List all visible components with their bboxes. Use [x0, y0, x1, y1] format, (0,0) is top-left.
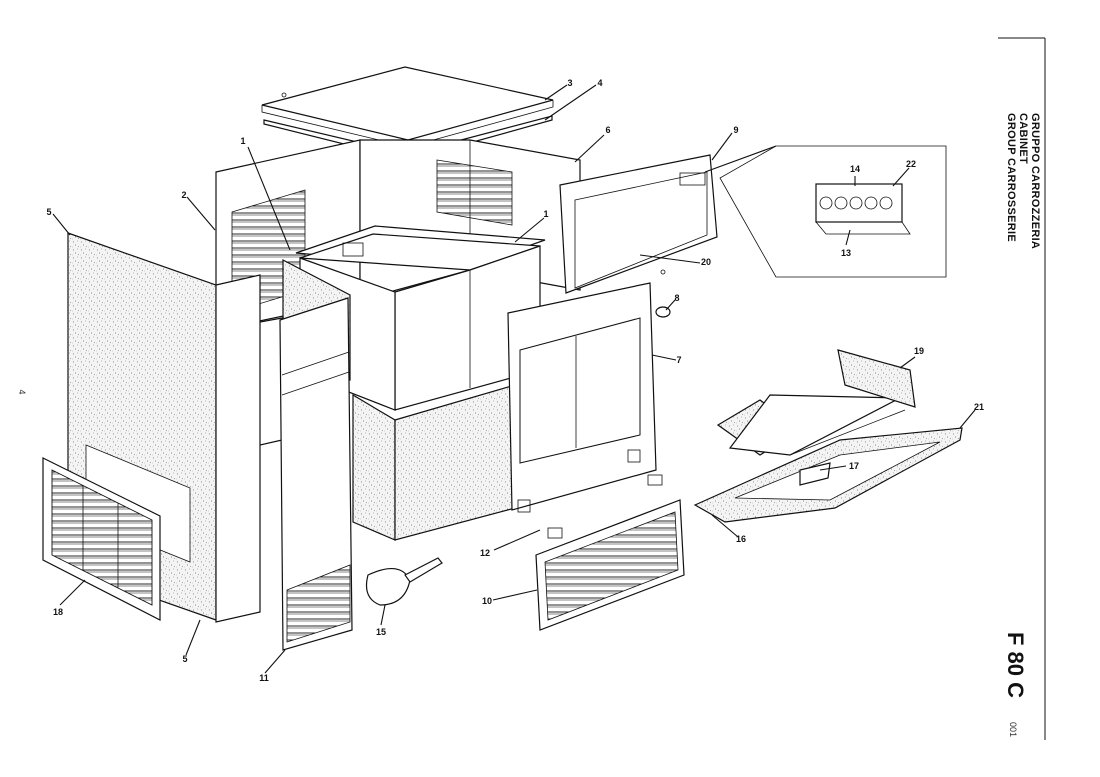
- upper-shelf: [716, 349, 916, 456]
- upper-front-panel: [559, 154, 718, 294]
- title-block: GRUPPO CARROZZERIA CABINET GROUP CARROSS…: [998, 37, 1046, 740]
- side-grille: [42, 457, 161, 621]
- left-side-panel: [67, 232, 261, 623]
- model-code: F 80 C: [1003, 632, 1028, 698]
- callout-19: 19: [914, 346, 924, 356]
- callout-20: 20: [701, 257, 711, 267]
- callout-7: 7: [676, 355, 681, 365]
- front-door-panel: [279, 297, 353, 651]
- callout-9: 9: [733, 125, 738, 135]
- callout-8: 8: [674, 293, 679, 303]
- sheet-code: 001: [1008, 722, 1018, 737]
- bin-door: [535, 474, 685, 631]
- callout-10: 10: [482, 596, 492, 606]
- title-line-it: GRUPPO CARROZZERIA: [1029, 113, 1041, 249]
- callout-6: 6: [605, 125, 610, 135]
- callout-21: 21: [974, 402, 984, 412]
- title-line-fr: GROUP CARROSSERIE: [1005, 113, 1017, 242]
- callout-1b: 1: [543, 209, 548, 219]
- callout-16: 16: [736, 534, 746, 544]
- callout-5b: 5: [182, 654, 187, 664]
- callout-12: 12: [480, 548, 490, 558]
- callout-14: 14: [850, 164, 860, 174]
- callout-1a: 1: [240, 136, 245, 146]
- callout-22: 22: [906, 159, 916, 169]
- callout-17: 17: [849, 461, 859, 471]
- callout-3: 3: [567, 78, 572, 88]
- detail-inset: [719, 145, 947, 278]
- front-frame: [507, 282, 657, 513]
- title-line-en: CABINET: [1017, 113, 1029, 164]
- callout-2: 2: [181, 190, 186, 200]
- callout-labels: 1 1 2 3 4 5 5 6 7 8 9 10 11 12 13 14 15 …: [46, 78, 984, 683]
- ice-scoop: [365, 557, 443, 606]
- insulated-body: [282, 259, 516, 541]
- bottom-frame: [693, 427, 963, 523]
- leader-lines: [52, 84, 976, 674]
- page-number: 4: [17, 389, 27, 394]
- callout-13: 13: [841, 248, 851, 258]
- callout-18: 18: [53, 607, 63, 617]
- callout-11: 11: [259, 673, 269, 683]
- callout-15: 15: [376, 627, 386, 637]
- callout-4: 4: [597, 78, 602, 88]
- callout-5a: 5: [46, 207, 51, 217]
